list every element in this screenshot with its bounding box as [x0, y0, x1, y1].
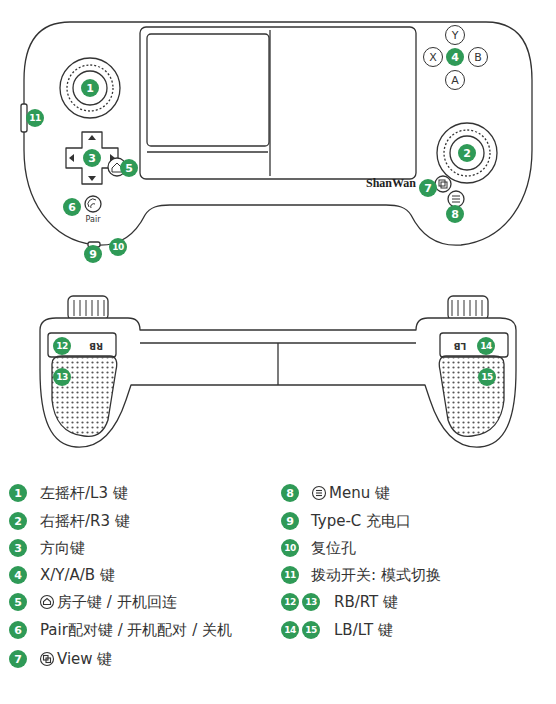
- callout-number: 7: [419, 179, 437, 197]
- callout-number: 5: [9, 593, 27, 611]
- callout-number: 3: [83, 149, 101, 167]
- callout-number: 6: [9, 621, 27, 639]
- key-description: 拨动开关: 模式切换: [311, 568, 441, 583]
- key-description: Menu 键: [329, 486, 390, 501]
- callout-number: 15: [478, 368, 496, 386]
- callout-number: 13: [53, 368, 71, 386]
- callout-number: 4: [446, 48, 464, 66]
- callout-number: 15: [302, 621, 320, 639]
- callout-number: 1: [9, 484, 27, 502]
- shoulder-label: RB: [89, 341, 103, 350]
- key-description: 左摇杆/L3 键: [40, 486, 128, 501]
- callout-number: 10: [109, 238, 127, 256]
- callout-number: 14: [477, 337, 495, 355]
- callout-number: 8: [281, 484, 299, 502]
- callout-number: 2: [458, 144, 476, 162]
- callout-number: 2: [9, 512, 27, 530]
- key-description: 复位孔: [311, 541, 356, 556]
- callout-number: 8: [446, 205, 464, 223]
- callout-number: 4: [9, 566, 27, 584]
- callout-number: 1: [81, 79, 99, 97]
- button-letter: Y: [452, 29, 459, 42]
- button-letter: X: [429, 51, 437, 64]
- key-description: 右摇杆/R3 键: [40, 514, 130, 529]
- callout-number: 5: [120, 159, 138, 177]
- callout-number: 9: [281, 512, 299, 530]
- key-description: RB/RT 键: [334, 595, 398, 610]
- callout-number: 10: [281, 539, 299, 557]
- face-button: B: [468, 47, 488, 67]
- button-letter: B: [474, 51, 482, 64]
- callout-number: 12: [53, 337, 71, 355]
- callout-number: 6: [63, 198, 81, 216]
- key-description: X/Y/A/B 键: [40, 568, 115, 583]
- key-description: LB/LT 键: [334, 623, 393, 638]
- callout-number: 7: [9, 650, 27, 668]
- brand-name: ShanWan: [366, 177, 416, 189]
- button-letter: A: [451, 74, 459, 87]
- key-description: Type-C 充电口: [311, 514, 411, 529]
- key-description: 方向键: [40, 541, 85, 556]
- callout-number: 11: [26, 109, 44, 127]
- button-label: Pair: [86, 216, 101, 224]
- callout-number: 11: [281, 566, 299, 584]
- key-description: Pair配对键 / 开机配对 / 关机: [40, 623, 232, 638]
- key-description: 房子键 / 开机回连: [57, 595, 177, 610]
- shoulder-label: LB: [454, 341, 467, 350]
- key-description: View 键: [57, 652, 112, 667]
- face-button: Y: [445, 25, 465, 45]
- callout-number: 14: [281, 621, 299, 639]
- callout-number: 12: [281, 593, 299, 611]
- callout-number: 9: [84, 245, 102, 263]
- callout-number: 13: [302, 593, 320, 611]
- callout-number: 3: [9, 539, 27, 557]
- face-button: A: [445, 70, 465, 90]
- face-button: X: [423, 47, 443, 67]
